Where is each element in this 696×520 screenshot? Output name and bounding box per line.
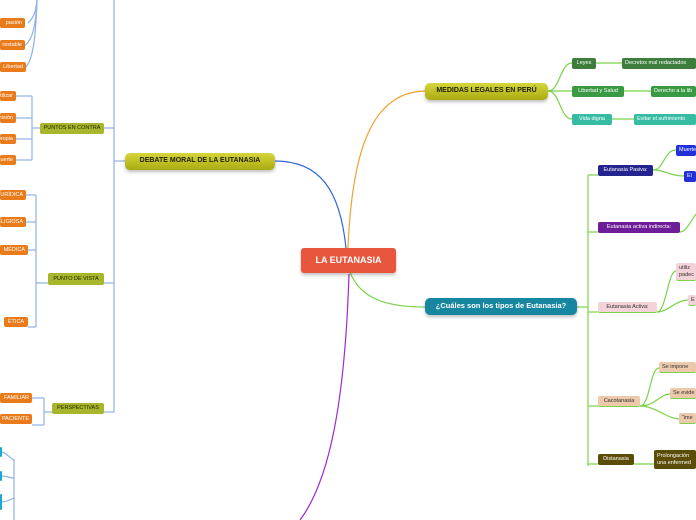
medidas-derecho-libertad[interactable]: Derecho a la lib xyxy=(651,86,696,97)
tipo-cacotanasia[interactable]: Cacotanasia xyxy=(598,396,640,407)
medidas-evitar-sufrimiento[interactable]: Evitar el sufrimiento xyxy=(634,114,696,125)
medidas-decretos[interactable]: Decretos mal redactados xyxy=(622,58,696,69)
debate-moral-node[interactable]: DEBATE MORAL DE LA EUTANASIA xyxy=(125,153,275,170)
vista-item-religiosa[interactable]: RELIGIOSA xyxy=(0,217,26,227)
tipos-eutanasia-node[interactable]: ¿Cuáles son los tipos de Eutanasia? xyxy=(425,298,577,315)
medidas-leyes[interactable]: Leyes xyxy=(572,58,596,69)
cacotanasia-child-ime[interactable]: “ime xyxy=(679,413,696,424)
tipos-links xyxy=(577,149,696,466)
tipo-activa-indirecta[interactable]: Eutanasia activa indirecta: xyxy=(598,222,680,233)
contra-item-muerte[interactable]: muerte xyxy=(0,155,16,165)
pasiva-child-el[interactable]: El xyxy=(684,171,696,182)
activa-child-e[interactable]: E xyxy=(688,295,696,306)
contra-item-mision[interactable]: misión xyxy=(0,113,16,123)
cacotanasia-child-evide[interactable]: Se evide xyxy=(670,388,696,399)
debate-links xyxy=(16,0,125,426)
tipo-activa[interactable]: Eutanasia Activa: xyxy=(598,302,657,313)
vista-item-etica[interactable]: ÉTICA xyxy=(4,317,28,327)
lower-node-3[interactable] xyxy=(0,494,2,510)
tipo-pasiva[interactable]: Eutanasia Pasiva: xyxy=(598,165,653,176)
lower-links xyxy=(1,451,15,520)
perspectiva-item-familiar[interactable]: FAMILIAR xyxy=(0,393,32,403)
vista-item-medica[interactable]: MÉDICA xyxy=(0,245,28,255)
link-central-medidas xyxy=(347,90,426,249)
lower-node-2[interactable] xyxy=(0,471,2,481)
punto-de-vista-node[interactable]: PUNTO DE VISTA xyxy=(48,273,104,285)
medidas-legales-node[interactable]: MEDIDAS LEGALES EN PERÚ xyxy=(425,83,548,100)
contra-item-utilizar[interactable]: utilizar xyxy=(0,91,16,101)
link-central-debate xyxy=(274,160,347,249)
vista-item-juridica[interactable]: JURÍDICA xyxy=(0,190,26,200)
tipo-distanasia[interactable]: Distanasia xyxy=(598,454,634,465)
debate-item-restable[interactable]: restable xyxy=(0,40,25,50)
debate-item-pasion[interactable]: pasión xyxy=(0,18,25,28)
lower-node-1[interactable] xyxy=(0,447,2,457)
medidas-links xyxy=(547,62,651,120)
medidas-vida-digna[interactable]: Vida digna xyxy=(572,114,612,125)
debate-item-libertad[interactable]: Libertad xyxy=(0,62,26,72)
central-topic[interactable]: LA EUTANASIA xyxy=(301,248,396,273)
puntos-en-contra-node[interactable]: PUNTOS EN CONTRA xyxy=(40,123,104,134)
pasiva-child-muerte[interactable]: Muerte xyxy=(676,145,696,156)
contra-item-propia[interactable]: propia xyxy=(0,134,16,144)
medidas-libertad-salud[interactable]: Libertad y Salud xyxy=(572,86,624,97)
perspectiva-item-paciente[interactable]: PACIENTE xyxy=(0,414,32,424)
activa-child-utiliz[interactable]: utiliz padec xyxy=(676,263,696,281)
cacotanasia-child-impone[interactable]: Se impone xyxy=(659,362,696,373)
link-central-lower xyxy=(299,273,350,520)
link-central-tipos xyxy=(349,271,426,308)
distanasia-child-prolongacion[interactable]: Prolongación una enfermed xyxy=(654,450,696,469)
perspectivas-node[interactable]: PERSPECTIVAS xyxy=(52,403,104,414)
